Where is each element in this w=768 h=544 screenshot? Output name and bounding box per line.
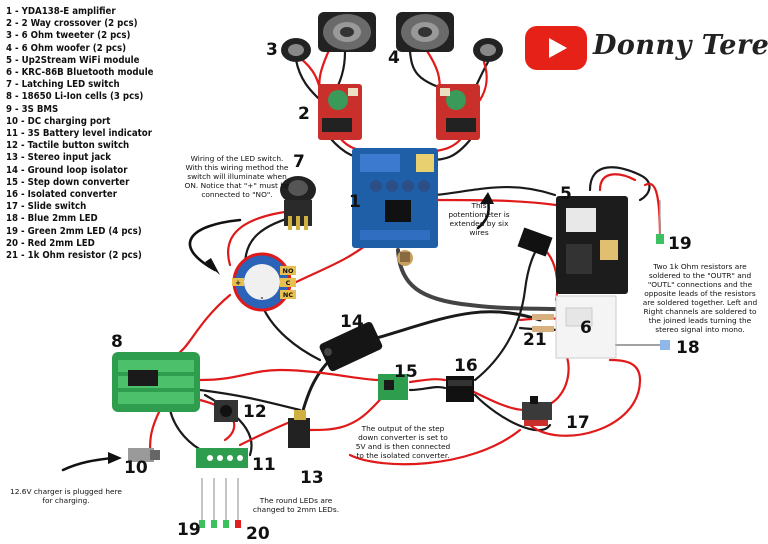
switch-no-label: NO [283, 267, 294, 275]
parts-list-item: 7 - Latching LED switch [6, 79, 120, 91]
label-6: 6 [580, 318, 592, 338]
blue-led [615, 340, 670, 350]
label-3: 3 [266, 40, 278, 60]
parts-list-item: 15 - Step down converter [6, 176, 130, 188]
switch-c-label: C [286, 279, 291, 287]
switch-minus-label: - [261, 294, 264, 302]
label-21: 21 [523, 330, 547, 350]
slide-switch [522, 396, 552, 426]
parts-list-item: 3 - 6 Ohm tweeter (2 pcs) [6, 30, 131, 42]
yda138-amplifier [352, 148, 438, 266]
note-leds: The round LEDs are changed to 2mm LEDs. [252, 496, 340, 514]
parts-list-item: 1 - YDA138-E amplifier [6, 6, 116, 17]
krc86b-bluetooth-module [555, 295, 617, 359]
label-13: 13 [300, 468, 324, 488]
tactile-button [214, 400, 238, 422]
label-14: 14 [340, 312, 364, 332]
switch-plus-label: + [235, 279, 241, 287]
label-19-top: 19 [668, 234, 692, 254]
stereo-input-jack [288, 410, 310, 448]
woofer-right [396, 12, 454, 52]
parts-list-item: 20 - Red 2mm LED [6, 237, 95, 249]
isolated-converter [446, 376, 474, 402]
resistors [532, 314, 554, 332]
label-4: 4 [388, 48, 400, 68]
note-led-switch: Wiring of the LED switch. With this wiri… [184, 154, 290, 199]
parts-list-item: 19 - Green 2mm LED (4 pcs) [6, 225, 142, 237]
parts-list-item: 11 - 3S Battery level indicator [6, 128, 152, 140]
parts-list-item: 18 - Blue 2mm LED [6, 213, 98, 225]
label-1: 1 [349, 192, 361, 212]
parts-list-item: 10 - DC charging port [6, 115, 111, 127]
parts-list-item: 2 - 2 Way crossover (2 pcs) [6, 18, 138, 30]
label-12: 12 [243, 402, 267, 422]
label-16: 16 [454, 356, 478, 376]
note-resistors: Two 1k Ohm resistors are soldered to the… [642, 262, 758, 334]
crossover-right [436, 84, 480, 140]
indicator-leds [199, 478, 241, 528]
label-10: 10 [124, 458, 148, 478]
parts-list-item: 13 - Stereo input jack [6, 152, 112, 164]
label-15: 15 [394, 362, 418, 382]
label-5: 5 [560, 184, 572, 204]
parts-list-item: 6 - KRC-86B Bluetooth module [6, 67, 154, 79]
tweeter-left [281, 38, 311, 62]
battery-level-indicator [196, 448, 248, 468]
dc-charging-port [128, 448, 160, 462]
switch-wiring-diagram [232, 252, 296, 312]
parts-list-item: 17 - Slide switch [6, 201, 87, 213]
label-19-bottom: 19 [177, 520, 201, 540]
crossover-left [318, 84, 362, 140]
label-2: 2 [298, 104, 310, 124]
label-11: 11 [252, 455, 276, 475]
parts-list-item: 5 - Up2Stream WiFi module [6, 54, 140, 66]
battery-pack [112, 352, 200, 412]
parts-list-item: 16 - Isolated converter [6, 189, 117, 201]
tweeter-right [473, 38, 503, 62]
note-step-down: The output of the step down converter is… [355, 424, 451, 460]
switch-nc-label: NC [283, 291, 293, 299]
brand-name: Donny Terek [593, 30, 768, 61]
green-led-wifi [656, 200, 664, 244]
label-20: 20 [246, 524, 270, 544]
parts-list-item: 14 - Ground loop isolator [6, 164, 128, 176]
parts-list-item: 8 - 18650 Li-Ion cells (3 pcs) [6, 91, 144, 103]
label-8: 8 [111, 332, 123, 352]
label-7: 7 [293, 152, 305, 172]
label-17: 17 [566, 413, 590, 433]
ground-loop-isolator [319, 322, 383, 372]
youtube-play-icon [525, 26, 587, 70]
step-down-converter [378, 374, 408, 400]
latching-led-switch [280, 176, 316, 230]
woofer-left [318, 12, 376, 52]
parts-list-item: 12 - Tactile button switch [6, 140, 130, 152]
note-charger: 12.6V charger is plugged here for chargi… [10, 487, 122, 505]
parts-list-item: 4 - 6 Ohm woofer (2 pcs) [6, 42, 127, 54]
label-18: 18 [676, 338, 700, 358]
up2stream-wifi-module [517, 196, 628, 294]
note-potentiometer: This potentiometer is extended by six wi… [448, 201, 510, 237]
brand-logo: Donny Terek [525, 26, 768, 72]
parts-list-item: 9 - 3S BMS [6, 103, 59, 115]
parts-list-item: 21 - 1k Ohm resistor (2 pcs) [6, 250, 142, 262]
